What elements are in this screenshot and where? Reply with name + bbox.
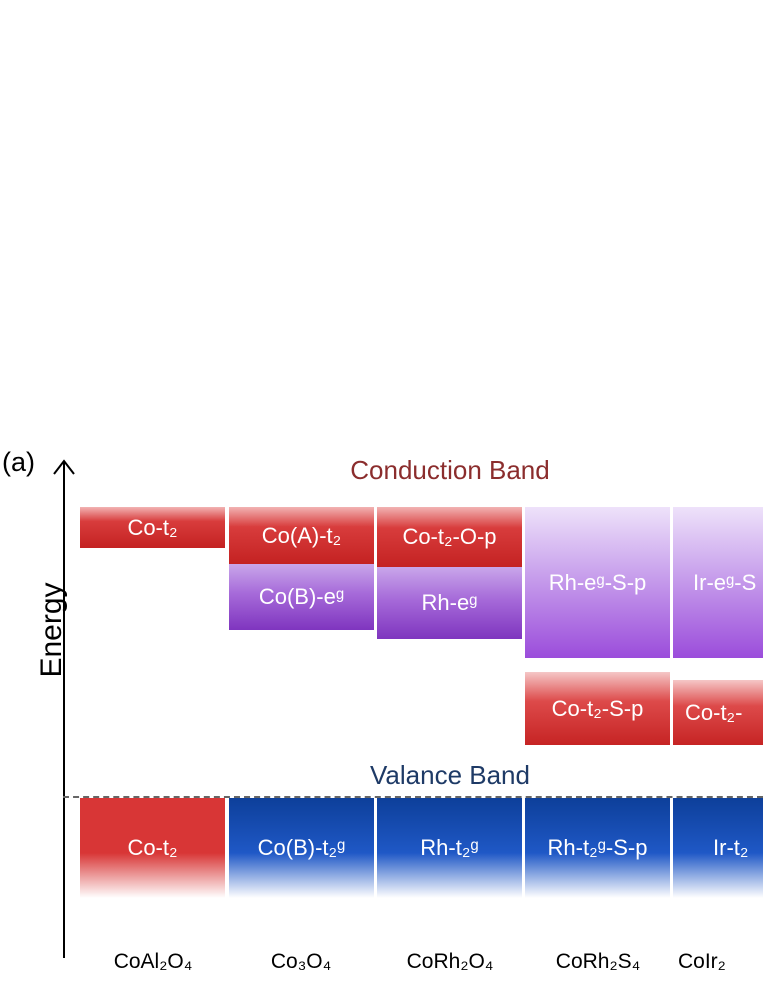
conduction-band-title: Conduction Band — [350, 455, 550, 485]
compound-label-coal2o4: CoAl₂O₄ — [113, 950, 193, 973]
level-coir2-ir-eg-s: Ir-eᵍ-S — [673, 507, 763, 658]
compound-label-co3o4: Co₃O₄ — [270, 950, 332, 973]
level-corh2o4-rh-t2g: Rh-t₂ᵍ — [377, 798, 522, 898]
level-co3o4-coa-t2: Co(A)-t₂ — [229, 507, 374, 564]
level-corh2s4-rh-eg-s-p: Rh-eᵍ-S-p — [525, 507, 670, 658]
level-corh2o4-co-t2-o-p: Co-t₂-O-p — [377, 507, 522, 567]
compound-label-corh2s4: CoRh₂S₄ — [555, 950, 641, 973]
compound-label-corh2o4: CoRh₂O₄ — [406, 950, 494, 973]
energy-axis-title: Energy — [35, 582, 68, 678]
level-co3o4-cob-t2g: Co(B)-t₂ᵍ — [229, 798, 374, 898]
fermi-level-dashed-line — [63, 796, 763, 798]
level-coir2-ir-t2: Ir-t₂ — [673, 798, 763, 898]
level-coal2o4-co-t2-valence: Co-t₂ — [80, 798, 225, 898]
valence-band-title: Valance Band — [370, 760, 530, 790]
level-corh2o4-rh-eg: Rh-eᵍ — [377, 567, 522, 639]
level-co3o4-cob-eg: Co(B)-eᵍ — [229, 564, 374, 630]
energy-axis-line — [63, 462, 65, 958]
level-coir2-co-t2: Co-t₂- — [673, 680, 763, 745]
level-corh2s4-rh-t2g-s-p: Rh-t₂ᵍ-S-p — [525, 798, 670, 898]
level-coal2o4-co-t2-conduction: Co-t₂ — [80, 507, 225, 548]
panel-label: (a) — [2, 447, 35, 477]
compound-label-coir2: CoIr₂ — [678, 950, 726, 973]
level-corh2s4-co-t2-s-p: Co-t₂-S-p — [525, 672, 670, 745]
axis-arrowhead-icon — [53, 459, 75, 475]
